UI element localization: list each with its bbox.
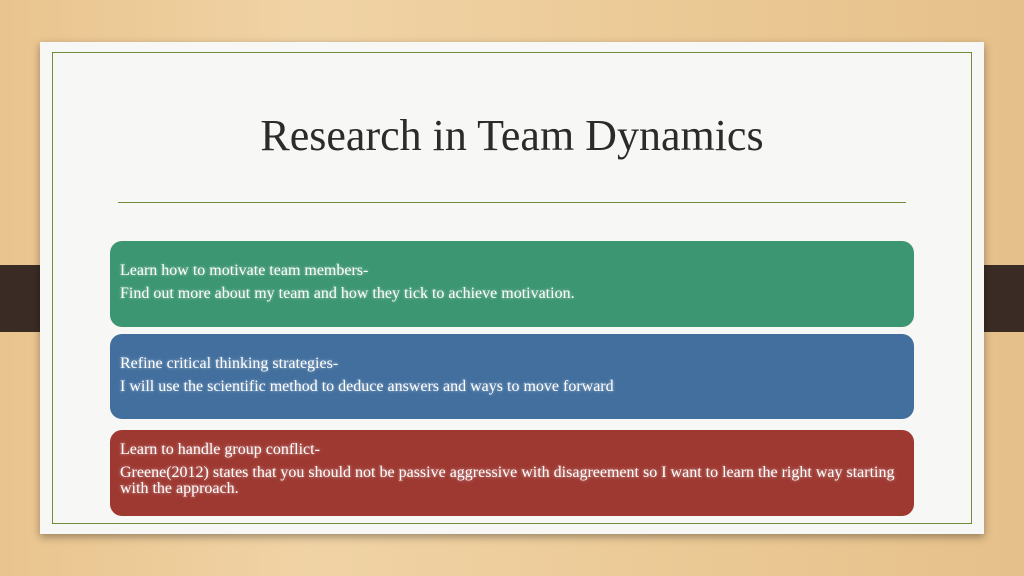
slide-title: Research in Team Dynamics [260,111,764,160]
item-box-critical-thinking: Refine critical thinking strategies- I w… [110,334,914,419]
item-body: Greene(2012) states that you should not … [120,464,895,497]
item-heading: Learn to handle group conflict- [120,441,320,458]
item-heading: Learn how to motivate team members- [120,262,369,279]
title-divider [118,202,906,203]
item-body: I will use the scientific method to dedu… [120,378,614,395]
item-body: Find out more about my team and how they… [120,285,575,302]
item-box-motivation: Learn how to motivate team members- Find… [110,241,914,327]
item-heading: Refine critical thinking strategies- [120,355,339,372]
item-box-conflict: Learn to handle group conflict- Greene(2… [110,430,914,516]
slide-frame [52,52,972,524]
